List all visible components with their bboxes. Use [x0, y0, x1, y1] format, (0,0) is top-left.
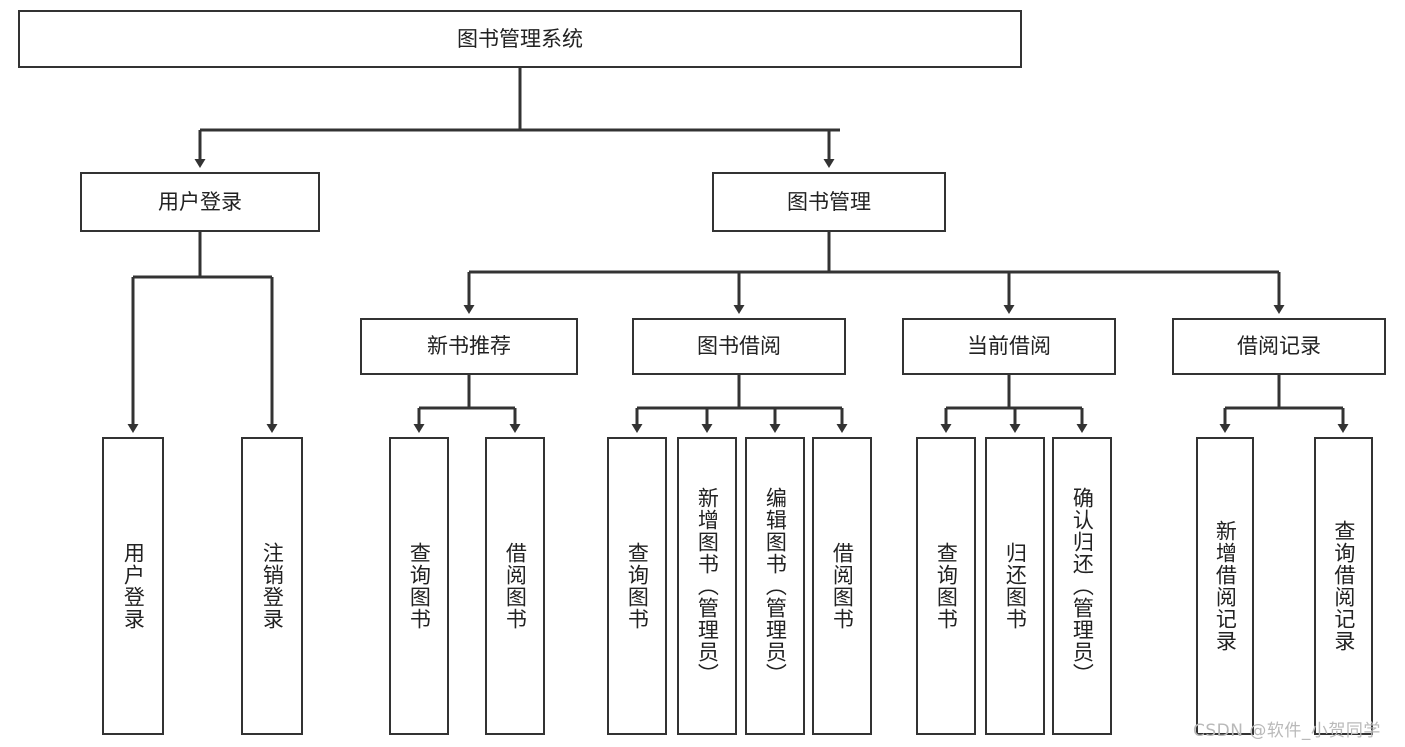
node-leaf-return-book-label: 归还图书	[1003, 542, 1028, 630]
node-leaf-add-record-label: 新增借阅记录	[1213, 520, 1238, 652]
node-leaf-add-record[interactable]: 新增借阅记录	[1196, 437, 1254, 735]
node-leaf-user-logout[interactable]: 注销登录	[241, 437, 303, 735]
node-leaf-confirm-return[interactable]: 确认归还（管理员）	[1052, 437, 1112, 735]
node-leaf-add-book-label: 新增图书（管理员）	[695, 487, 720, 685]
node-leaf-edit-book-label: 编辑图书（管理员）	[763, 487, 788, 685]
node-leaf-borrow-book-1-label: 借阅图书	[503, 542, 528, 630]
node-leaf-confirm-return-label: 确认归还（管理员）	[1070, 487, 1095, 685]
node-leaf-user-login[interactable]: 用户登录	[102, 437, 164, 735]
node-leaf-borrow-book-2-label: 借阅图书	[830, 542, 855, 630]
node-new-book-recommend-label: 新书推荐	[427, 334, 511, 359]
node-leaf-borrow-book-1[interactable]: 借阅图书	[485, 437, 545, 735]
node-leaf-user-logout-label: 注销登录	[260, 542, 285, 630]
node-root[interactable]: 图书管理系统	[18, 10, 1022, 68]
node-leaf-query-book-3-label: 查询图书	[934, 542, 959, 630]
node-borrow-record[interactable]: 借阅记录	[1172, 318, 1386, 375]
node-current-borrow[interactable]: 当前借阅	[902, 318, 1116, 375]
node-current-borrow-label: 当前借阅	[967, 334, 1051, 359]
node-leaf-query-book-2[interactable]: 查询图书	[607, 437, 667, 735]
node-leaf-query-record[interactable]: 查询借阅记录	[1314, 437, 1373, 735]
node-leaf-borrow-book-2[interactable]: 借阅图书	[812, 437, 872, 735]
node-leaf-query-book-1-label: 查询图书	[407, 542, 432, 630]
node-borrow-record-label: 借阅记录	[1237, 334, 1321, 359]
node-leaf-query-record-label: 查询借阅记录	[1331, 520, 1356, 652]
node-book-borrow-label: 图书借阅	[697, 334, 781, 359]
node-leaf-add-book[interactable]: 新增图书（管理员）	[677, 437, 737, 735]
node-leaf-return-book[interactable]: 归还图书	[985, 437, 1045, 735]
node-book-manage[interactable]: 图书管理	[712, 172, 946, 232]
node-book-borrow[interactable]: 图书借阅	[632, 318, 846, 375]
node-user-login-label: 用户登录	[158, 189, 242, 214]
node-leaf-query-book-3[interactable]: 查询图书	[916, 437, 976, 735]
node-leaf-edit-book[interactable]: 编辑图书（管理员）	[745, 437, 805, 735]
node-new-book-recommend[interactable]: 新书推荐	[360, 318, 578, 375]
csdn-watermark: CSDN @软件_小贺同学	[1193, 721, 1381, 741]
node-user-login[interactable]: 用户登录	[80, 172, 320, 232]
node-leaf-user-login-label: 用户登录	[121, 542, 146, 630]
node-leaf-query-book-2-label: 查询图书	[625, 542, 650, 630]
node-root-label: 图书管理系统	[457, 26, 583, 51]
node-leaf-query-book-1[interactable]: 查询图书	[389, 437, 449, 735]
node-book-manage-label: 图书管理	[787, 189, 871, 214]
